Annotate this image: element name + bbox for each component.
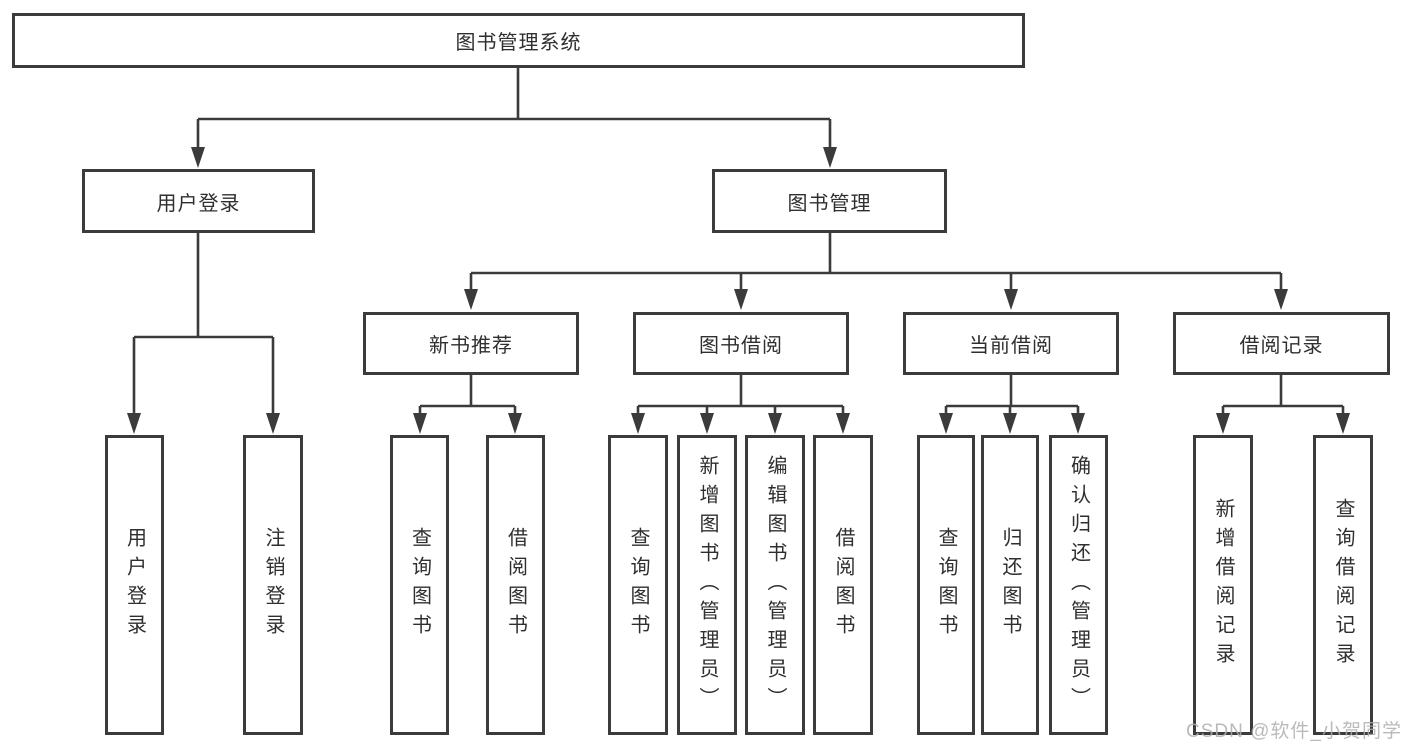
leaf-rec-borrow-books: 借阅图书 <box>486 435 545 735</box>
leaf-rec-query-books: 查询图书 <box>390 435 449 735</box>
leaf-current-return-books: 归还图书 <box>981 435 1039 735</box>
leaf-add-borrow-record: 新增借阅记录 <box>1193 435 1253 735</box>
node-current-borrowing: 当前借阅 <box>903 312 1119 375</box>
leaf-current-query-books: 查询图书 <box>917 435 975 735</box>
leaf-label: 借阅图书 <box>504 527 527 643</box>
leaf-label: 新增借阅记录 <box>1212 498 1234 672</box>
node-label: 新书推荐 <box>429 335 513 357</box>
node-label: 用户登录 <box>156 192 241 215</box>
node-label: 当前借阅 <box>969 335 1053 357</box>
leaf-borrow-add-books-admin: 新增图书（管理员） <box>677 435 737 735</box>
leaf-label: 确认归还（管理员） <box>1067 454 1090 716</box>
leaf-borrow-edit-books-admin: 编辑图书（管理员） <box>745 435 805 735</box>
node-label: 图书借阅 <box>699 335 783 357</box>
node-book-borrowing: 图书借阅 <box>633 312 849 375</box>
node-borrowing-records: 借阅记录 <box>1173 312 1390 375</box>
node-label: 图书管理 <box>787 192 872 215</box>
leaf-query-borrow-record: 查询借阅记录 <box>1313 435 1373 735</box>
node-user-login: 用户登录 <box>82 169 315 233</box>
leaf-label: 借阅图书 <box>832 527 854 643</box>
node-book-management: 图书管理 <box>712 169 947 233</box>
leaf-label: 新增图书（管理员） <box>696 454 718 716</box>
leaf-label: 编辑图书（管理员） <box>764 454 786 716</box>
csdn-watermark: CSDN @软件_小贺同学 <box>1186 721 1402 742</box>
leaf-label: 归还图书 <box>999 527 1021 643</box>
leaf-label: 查询借阅记录 <box>1332 498 1354 672</box>
leaf-borrow-borrow-books: 借阅图书 <box>813 435 873 735</box>
leaf-borrow-query-books: 查询图书 <box>608 435 668 735</box>
node-label: 借阅记录 <box>1239 335 1324 357</box>
leaf-label: 注销登录 <box>262 527 284 643</box>
leaf-user-login: 用户登录 <box>105 435 164 735</box>
leaf-label: 查询图书 <box>935 527 957 643</box>
node-label: 图书管理系统 <box>455 32 582 54</box>
leaf-label: 查询图书 <box>627 527 649 643</box>
leaf-label: 查询图书 <box>408 527 431 643</box>
leaf-current-confirm-return-admin: 确认归还（管理员） <box>1049 435 1108 735</box>
leaf-logout: 注销登录 <box>243 435 303 735</box>
node-library-management-system: 图书管理系统 <box>12 13 1025 68</box>
node-new-book-recommendation: 新书推荐 <box>363 312 579 375</box>
leaf-label: 用户登录 <box>123 527 146 643</box>
